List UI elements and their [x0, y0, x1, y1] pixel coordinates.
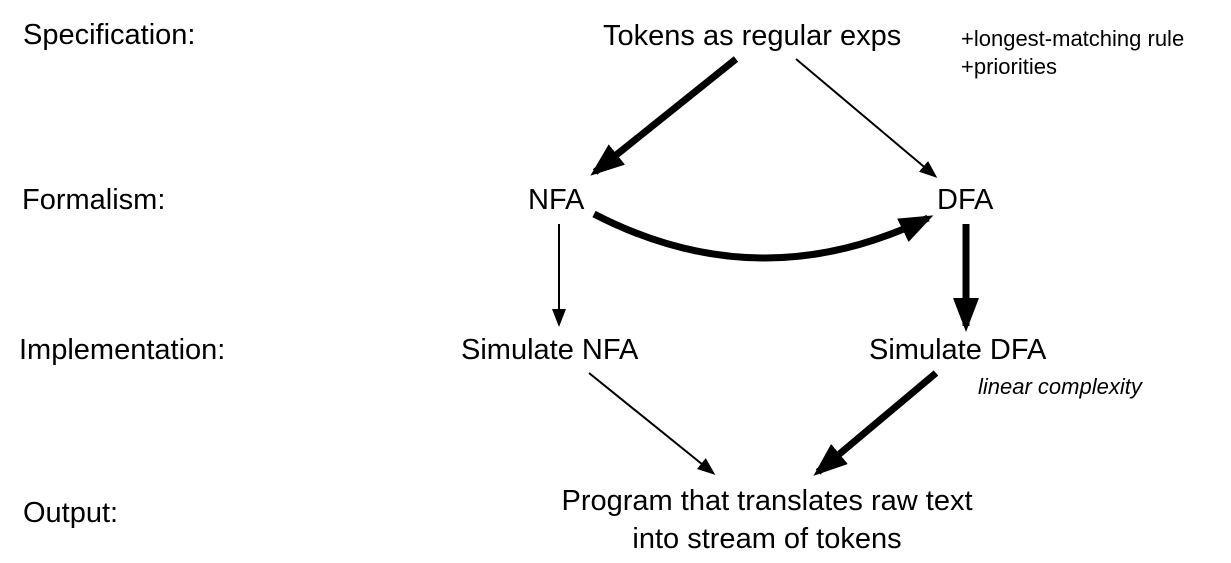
edge-tokens-to-dfa — [795, 58, 938, 178]
node-nfa: NFA — [528, 184, 585, 216]
node-program: Program that translates raw text into st… — [467, 482, 1067, 558]
edge-simulate-nfa-to-program — [588, 372, 716, 475]
note-longest-match: +longest-matching rule — [961, 26, 1185, 51]
edge-simulate-dfa-to-program — [813, 370, 939, 476]
node-simulate-nfa: Simulate NFA — [461, 334, 639, 366]
stage-label-implementation: Implementation: — [19, 334, 226, 366]
node-simulate-dfa: Simulate DFA — [869, 334, 1047, 366]
note-priorities: +priorities — [961, 54, 1057, 79]
edge-tokens-to-nfa — [590, 56, 739, 176]
stage-label-output: Output: — [23, 497, 119, 529]
node-program-line1: Program that translates raw text — [561, 485, 973, 517]
stage-label-specification: Specification: — [23, 19, 196, 51]
note-linear-complexity: linear complexity — [978, 374, 1142, 399]
node-dfa: DFA — [937, 184, 994, 216]
node-program-line2: into stream of tokens — [632, 523, 902, 555]
stage-label-formalism: Formalism: — [22, 184, 166, 216]
edge-nfa-to-dfa — [592, 210, 934, 262]
node-tokens-regex: Tokens as regular exps — [603, 20, 902, 52]
